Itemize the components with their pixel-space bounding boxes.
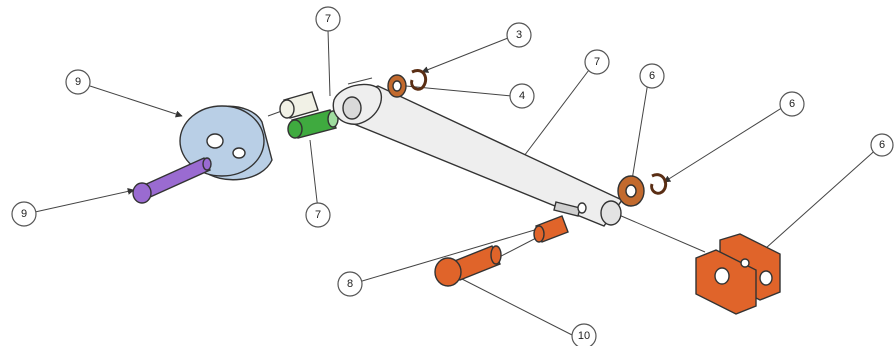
sleeve-white-part [279,91,319,119]
svg-text:7: 7 [325,13,331,25]
axle-pin-part [132,157,212,204]
axis-line-tube [347,77,373,85]
svg-text:6: 6 [879,139,885,151]
washer-left-part [387,74,407,98]
callout-8: 8 [337,271,363,297]
callout-4: 4 [509,83,535,109]
callout-10: 10 [571,323,597,346]
leader-lines [34,29,881,339]
bracket-hole-front [714,267,730,285]
svg-text:9: 9 [21,208,27,220]
callout-6-clip: 6 [779,91,805,117]
washer-left-hole [392,80,402,92]
callout-9-bottom: 9 [11,201,37,227]
wheel-center-hole [206,133,224,149]
leader-8 [351,228,539,285]
callout-3: 3 [506,22,532,48]
axle-pin-tip [202,157,212,171]
retaining-clip-left [410,69,428,91]
tube-end [600,200,622,226]
callout-7-right: 7 [584,49,610,75]
bushing-end [533,225,545,243]
callout-7-bottom: 7 [305,202,331,228]
bushing-part [533,215,569,243]
callout-7-top: 7 [315,6,341,32]
leader-3 [421,37,509,73]
leader-6-bracket [765,145,881,249]
wheel-offset-hole [232,147,246,159]
sleeve-green-end [287,119,303,139]
axle-pin-body [141,157,211,199]
leader-10 [459,277,579,339]
svg-text:7: 7 [315,209,321,221]
bracket-hole-side [759,270,773,286]
axis-line-bracket [611,211,706,253]
callout-9-top: 9 [65,69,91,95]
leader-6-washer [631,75,650,181]
svg-text:7: 7 [594,56,600,68]
main-tube-part [332,83,624,227]
tube-slot [553,201,581,217]
tube-cross-hole [577,202,587,214]
leader-7-right [520,61,596,161]
clevis-pin-head [434,257,462,287]
clip-left-shape [410,69,428,91]
leader-6-clip [663,103,789,183]
tube-head-bore [342,96,362,120]
svg-text:8: 8 [347,278,353,290]
svg-text:9: 9 [75,76,81,88]
svg-text:10: 10 [578,330,590,342]
svg-text:6: 6 [649,70,655,82]
bracket-hole-top [740,258,750,268]
clip-right-shape [650,173,668,195]
retaining-clip-right [650,173,668,195]
clevis-pin-part [434,245,502,287]
leader-9-bottom [34,187,135,213]
leader-7-top [327,29,331,97]
u-bracket-part [695,233,781,315]
callout-6-washer: 6 [639,63,665,89]
washer-right-hole [625,184,637,198]
axle-pin-head [132,182,152,204]
wheel-part [179,105,273,181]
sleeve-white-end [279,99,295,119]
clevis-pin-tip [490,245,502,265]
leader-9-top [89,85,183,118]
callout-6-bracket: 6 [870,133,894,157]
svg-text:3: 3 [516,29,522,41]
svg-text:4: 4 [519,90,525,102]
washer-right-part [617,175,645,207]
leader-7-bottom [309,139,319,211]
svg-text:6: 6 [789,98,795,110]
